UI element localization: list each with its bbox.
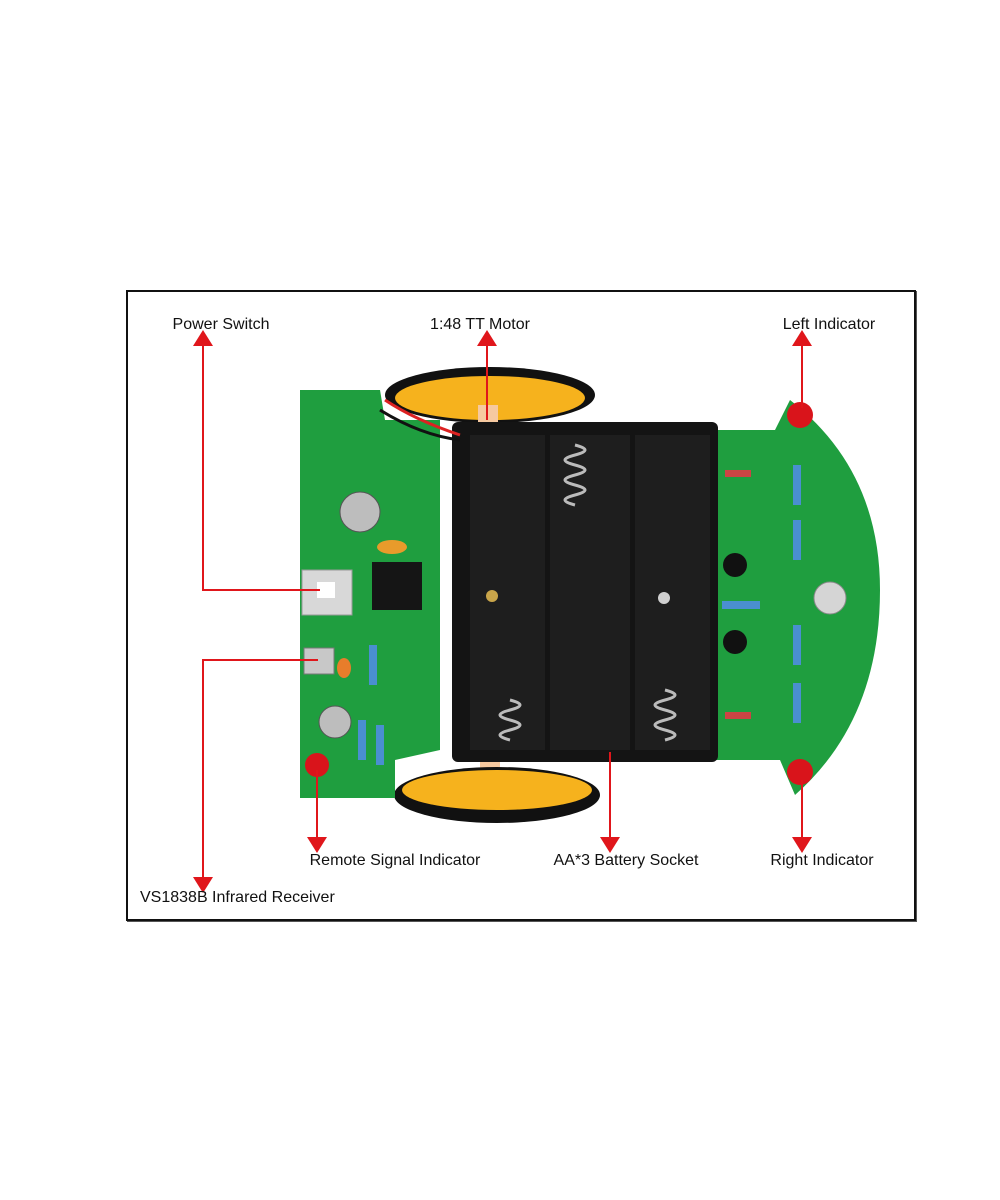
left-indicator-led [787,402,813,428]
label-power-switch: Power Switch [172,316,270,333]
label-left-indicator: Left Indicator [782,316,876,333]
label-remote-signal-indicator: Remote Signal Indicator [309,852,481,869]
ic-chip [372,562,422,610]
label-right-indicator: Right Indicator [770,852,874,869]
bottom-wheel [394,755,600,823]
label-battery-socket: AA*3 Battery Socket [553,852,699,869]
right-indicator-led [787,759,813,785]
capacitor [339,491,381,533]
arrow-power-switch [193,330,320,591]
label-ir-receiver: VS1838B Infrared Receiver [140,889,335,906]
diagram-frame [126,290,916,921]
arrow-ir-receiver [193,659,318,893]
screw [813,581,847,615]
remote-signal-led [305,753,329,777]
battery-box [452,422,718,762]
label-motor: 1:48 TT Motor [430,316,530,333]
pcb-board [300,390,880,798]
top-wheel [385,367,595,430]
